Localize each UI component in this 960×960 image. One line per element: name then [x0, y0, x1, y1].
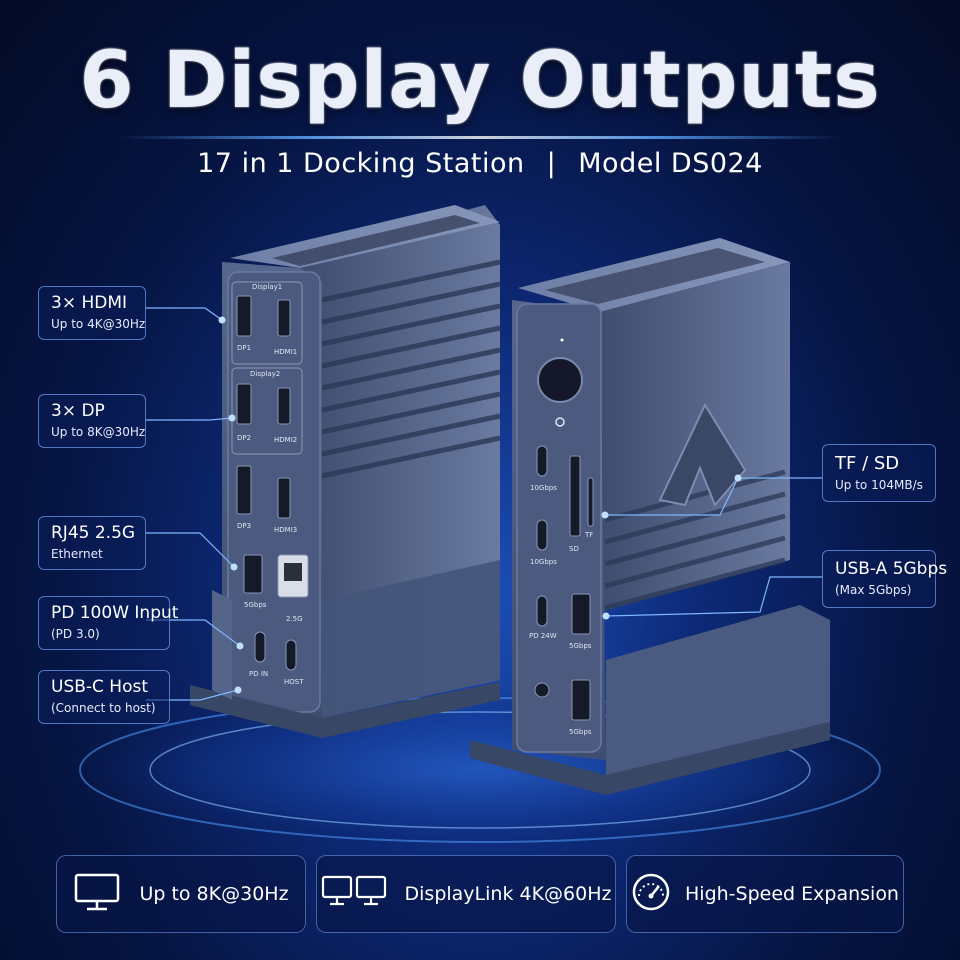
subtitle-product: 17 in 1 Docking Station	[197, 148, 525, 179]
label-usb-a-1: 5Gbps	[569, 642, 592, 650]
callout-tf-sd: TF / SD Up to 104MB/s	[822, 444, 936, 502]
callout-usba-detail: (Max 5Gbps)	[835, 583, 912, 597]
callout-hdmi-title: 3× HDMI	[51, 293, 128, 313]
label-dp2: DP2	[237, 434, 251, 442]
callout-dp-title: 3× DP	[51, 401, 105, 421]
speedometer-icon	[631, 872, 671, 916]
dual-monitor-icon	[321, 874, 387, 914]
monitor-icon	[73, 872, 121, 916]
back-port-labels: Display1 Display2 DP1 HDMI1 DP2 HDMI2 DP…	[237, 283, 304, 686]
label-display2: Display2	[250, 370, 280, 378]
callout-dots	[218, 316, 742, 694]
callout-usb-a: USB-A 5Gbps (Max 5Gbps)	[822, 550, 948, 608]
label-dp1: DP1	[237, 344, 251, 352]
feature-displaylink-label: DisplayLink 4K@60Hz	[404, 883, 612, 905]
callout-dp-detail: Up to 8K@30Hz	[51, 425, 146, 439]
label-pd-24w: PD 24W	[529, 632, 557, 640]
feature-displaylink: DisplayLink 4K@60Hz	[316, 855, 616, 933]
callout-hdmi-detail: Up to 4K@30Hz	[51, 317, 146, 331]
callout-rj45-detail: Ethernet	[51, 547, 103, 561]
label-rj45: 2.5G	[286, 615, 303, 623]
label-hdmi3: HDMI3	[274, 526, 297, 534]
label-hdmi2: HDMI2	[274, 436, 297, 444]
front-port-labels: 10Gbps SD TF 10Gbps PD 24W 5Gbps 5Gbps	[529, 484, 593, 736]
callout-tfsd-title: TF / SD	[835, 453, 900, 474]
callout-pd-input: PD 100W Input (PD 3.0)	[38, 596, 179, 650]
label-display1: Display1	[252, 283, 282, 291]
callout-usb-c-host: USB-C Host (Connect to host)	[38, 670, 170, 724]
callout-pd-detail: (PD 3.0)	[51, 627, 100, 641]
subtitle-separator: |	[546, 148, 557, 179]
callout-rj45: RJ45 2.5G Ethernet	[38, 516, 146, 570]
subtitle-model: Model DS024	[578, 148, 763, 179]
callout-usbc-detail: (Connect to host)	[51, 701, 156, 715]
label-usb-a-2: 5Gbps	[569, 728, 592, 736]
page-subtitle: 17 in 1 Docking Station | Model DS024	[0, 148, 960, 179]
label-usb-c-10g-1: 10Gbps	[530, 484, 557, 492]
callout-hdmi: 3× HDMI Up to 4K@30Hz	[38, 286, 146, 340]
label-sd: SD	[569, 545, 579, 553]
feature-8k: Up to 8K@30Hz	[56, 855, 306, 933]
callout-lines	[146, 307, 822, 701]
callout-tfsd-detail: Up to 104MB/s	[835, 478, 923, 492]
dock-back-stand	[190, 560, 500, 738]
title-glow-line	[120, 136, 840, 139]
label-tf: TF	[584, 531, 593, 539]
callout-pd-title: PD 100W Input	[51, 603, 179, 623]
label-hdmi1: HDMI1	[274, 348, 297, 356]
feature-high-speed: High-Speed Expansion	[626, 855, 904, 933]
dock-front-stand	[470, 605, 830, 795]
page-title: 6 Display Outputs	[79, 36, 881, 126]
feature-8k-label: Up to 8K@30Hz	[139, 883, 289, 905]
callout-usbc-title: USB-C Host	[51, 677, 149, 697]
label-usb-c-10g-2: 10Gbps	[530, 558, 557, 566]
callout-dp: 3× DP Up to 8K@30Hz	[38, 394, 146, 448]
label-host: HOST	[284, 678, 304, 686]
callout-rj45-title: RJ45 2.5G	[51, 523, 136, 543]
callout-usba-title: USB-A 5Gbps	[835, 559, 948, 579]
label-dp3: DP3	[237, 522, 251, 530]
feature-high-speed-label: High-Speed Expansion	[685, 883, 899, 905]
label-usb-a-back: 5Gbps	[244, 601, 267, 609]
dock-front-unit	[512, 238, 790, 760]
label-pd-in: PD IN	[249, 670, 268, 678]
